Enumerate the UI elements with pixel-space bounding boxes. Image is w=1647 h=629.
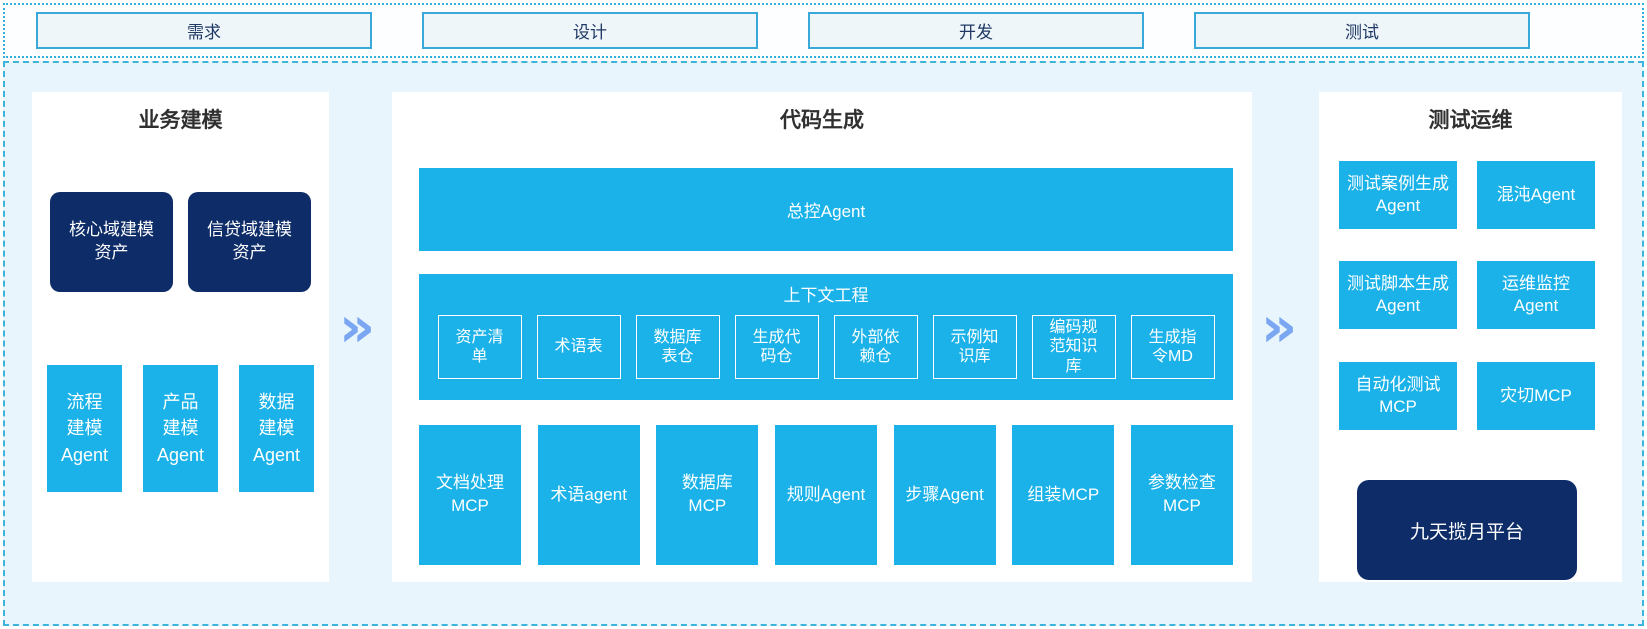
phase-bar: 需求 设计 开发 测试 [3,3,1644,58]
asset-list-box: 资产清单 [437,315,522,379]
modeling-agent-row: 流程建模Agent 产品建模Agent 数据建模Agent [32,365,329,492]
parameter-check-mcp-box: 参数检查MCP [1130,425,1233,565]
panel-test-ops: 测试运维 测试案例生成Agent 混沌Agent 测试脚本生成Agent 运维监… [1319,92,1622,582]
phase-development: 开发 [808,12,1144,49]
database-table-repo-box: 数据库表仓 [635,315,720,379]
test-ops-row-2: 测试脚本生成Agent 运维监控Agent [1339,261,1602,329]
product-modeling-agent-box: 产品建模Agent [143,365,218,492]
assembly-mcp-box: 组装MCP [1012,425,1115,565]
context-engineering-box: 上下文工程 资产清单 术语表 数据库表仓 生成代码仓 外部依赖仓 示例知识库 编… [419,274,1233,400]
core-domain-modeling-asset-box: 核心域建模资产 [50,192,173,292]
test-script-generation-agent-box: 测试脚本生成Agent [1339,261,1457,329]
database-mcp-box: 数据库MCP [656,425,759,565]
phase-design: 设计 [422,12,758,49]
disaster-switch-mcp-box: 灾切MCP [1477,362,1595,430]
test-ops-grid: 测试案例生成Agent 混沌Agent 测试脚本生成Agent 运维监控Agen… [1339,161,1602,462]
rule-agent-box: 规则Agent [774,425,877,565]
ops-monitoring-agent-box: 运维监控Agent [1477,261,1595,329]
codegen-tool-row: 文档处理MCP 术语agent 数据库MCP 规则Agent 步骤Agent 组… [419,425,1233,565]
step-agent-box: 步骤Agent [893,425,996,565]
test-ops-row-3: 自动化测试MCP 灾切MCP [1339,362,1602,430]
phase-testing: 测试 [1194,12,1530,49]
external-dependency-repo-box: 外部依赖仓 [833,315,918,379]
panel-code-generation: 代码生成 总控Agent 上下文工程 资产清单 术语表 数据库表仓 生成代码仓 … [392,92,1252,582]
double-chevron-icon: » [1261,295,1298,360]
chaos-agent-box: 混沌Agent [1477,161,1595,229]
test-ops-title: 测试运维 [1428,109,1513,132]
context-engineering-title: 上下文工程 [783,286,869,305]
example-knowledge-base-box: 示例知识库 [932,315,1017,379]
coding-standard-knowledge-base-box: 编码规范知识库 [1031,315,1116,379]
phase-requirements: 需求 [36,12,372,49]
automated-testing-mcp-box: 自动化测试MCP [1339,362,1457,430]
document-processing-mcp-box: 文档处理MCP [419,425,521,565]
double-chevron-icon: » [339,295,376,360]
credit-domain-modeling-asset-box: 信贷域建模资产 [188,192,311,292]
generated-code-repo-box: 生成代码仓 [734,315,819,379]
test-case-generation-agent-box: 测试案例生成Agent [1339,161,1457,229]
modeling-asset-row: 核心域建模资产 信贷域建模资产 [32,192,329,292]
context-item-row: 资产清单 术语表 数据库表仓 生成代码仓 外部依赖仓 示例知识库 编码规范知识库… [419,315,1233,379]
master-control-agent-bar: 总控Agent [419,168,1233,251]
pipeline-container: 业务建模 核心域建模资产 信贷域建模资产 流程建模Agent 产品建模Agent… [3,61,1644,626]
business-modeling-title: 业务建模 [138,109,223,132]
code-generation-title: 代码生成 [780,109,864,132]
test-ops-row-1: 测试案例生成Agent 混沌Agent [1339,161,1602,229]
process-modeling-agent-box: 流程建模Agent [47,365,122,492]
panel-business-modeling: 业务建模 核心域建模资产 信贷域建模资产 流程建模Agent 产品建模Agent… [32,92,329,582]
jiutian-lanyue-platform-box: 九天揽月平台 [1357,480,1577,580]
glossary-box: 术语表 [536,315,621,379]
generation-instruction-md-box: 生成指令MD [1130,315,1215,379]
data-modeling-agent-box: 数据建模Agent [239,365,314,492]
terminology-agent-box: 术语agent [537,425,640,565]
